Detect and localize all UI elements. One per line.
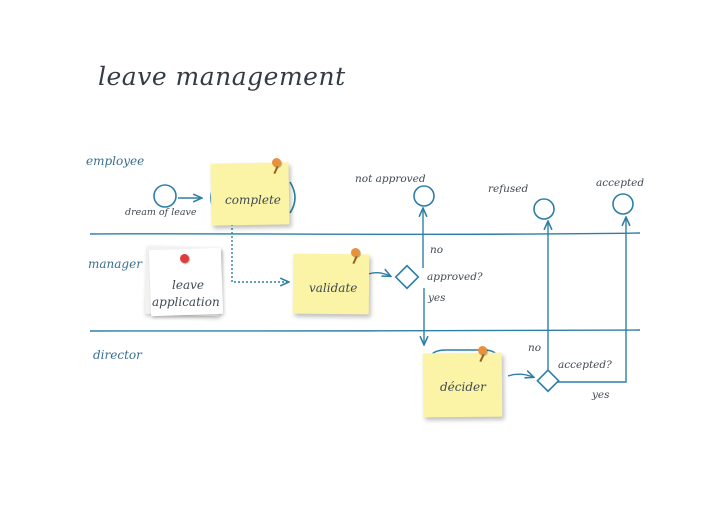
accepted-gateway[interactable]: [536, 368, 560, 393]
approved-question-label: approved?: [427, 271, 483, 283]
bracket-right: [289, 181, 296, 214]
diagram-title: leave management: [98, 62, 346, 91]
document-label-line1: leave: [172, 278, 204, 292]
lane-label-manager: manager: [88, 257, 142, 271]
task-complete-label: complete: [225, 193, 281, 207]
refused-end-circle[interactable]: [533, 198, 555, 220]
not-approved-end-circle[interactable]: [413, 185, 435, 207]
accepted-yes-label: yes: [592, 389, 610, 401]
pin-icon: [180, 254, 189, 263]
pushpin-icon: [351, 248, 360, 257]
pushpin-icon: [272, 158, 281, 167]
accepted-end-circle[interactable]: [612, 193, 634, 215]
document-label-line2: application: [152, 295, 220, 309]
accepted-label: accepted: [596, 177, 645, 189]
task-decide-label: décider: [440, 380, 486, 394]
flow-accepted-yes: [557, 218, 626, 383]
pushpin-icon: [478, 346, 487, 355]
flow-decider-to-gateway: [507, 374, 533, 377]
lane-label-director: director: [93, 348, 142, 362]
accepted-no-label: no: [528, 342, 542, 354]
flow-complete-to-validate: [231, 220, 288, 282]
accepted-question-label: accepted?: [558, 359, 612, 371]
flow-validate-to-gateway: [365, 273, 390, 276]
task-validate-label: validate: [309, 281, 358, 295]
lane-label-employee: employee: [86, 154, 145, 168]
start-event-label: dream of leave: [125, 207, 197, 218]
approved-gateway[interactable]: [394, 264, 420, 290]
approved-yes-label: yes: [428, 292, 446, 304]
refused-label: refused: [488, 183, 529, 195]
lane-divider-employee-manager: [89, 232, 641, 236]
start-event-circle[interactable]: [153, 184, 177, 208]
lane-divider-manager-director: [89, 329, 641, 332]
approved-no-label: no: [430, 244, 444, 256]
not-approved-label: not approved: [355, 173, 426, 185]
